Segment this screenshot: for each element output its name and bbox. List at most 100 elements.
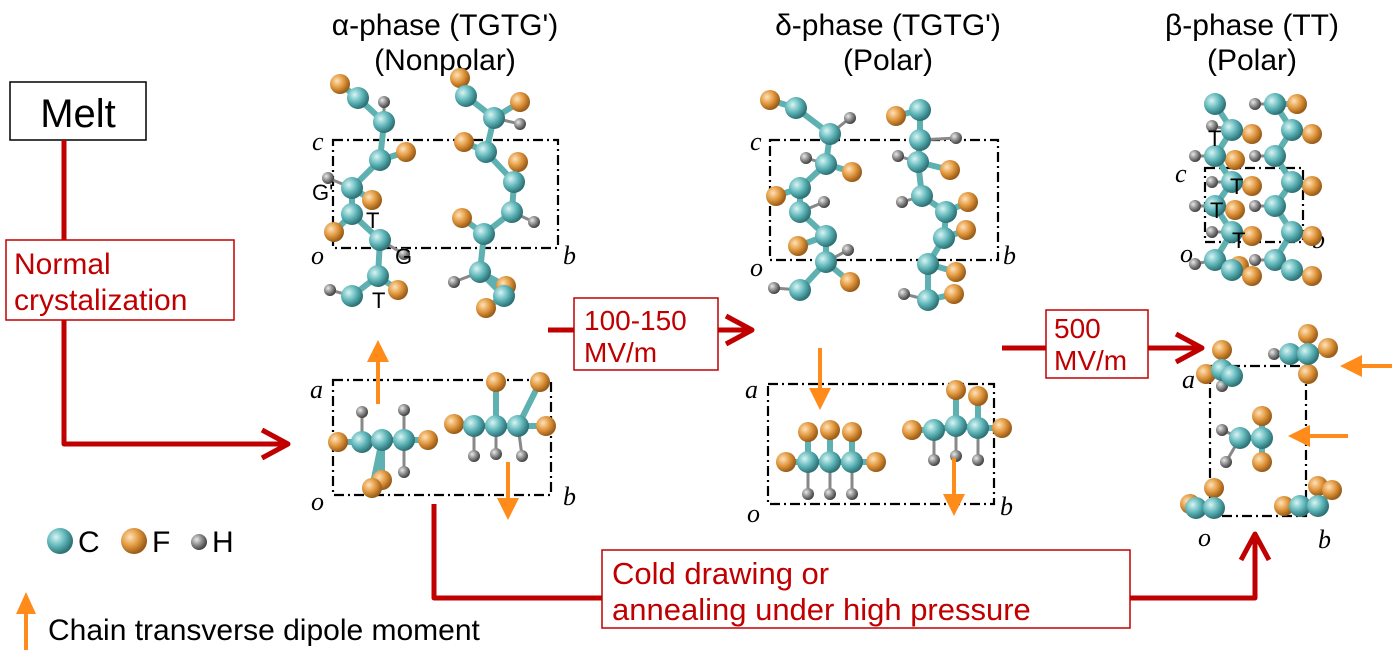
fluorine-atom	[776, 452, 796, 472]
carbon-atom	[1204, 249, 1226, 271]
hydrogen-atom	[800, 152, 812, 164]
carbon-atom	[369, 229, 391, 251]
fluorine-atom	[530, 372, 550, 392]
beta-dipole-left-arrow-1	[1340, 355, 1392, 377]
beta-top-chain-2	[1268, 324, 1338, 384]
hydrogen-atom	[1206, 176, 1218, 188]
alpha-axis-o: o	[311, 241, 324, 270]
fluorine-atom	[958, 192, 978, 212]
carbon-atom	[493, 285, 515, 307]
fluorine-atom	[536, 416, 556, 436]
alpha-label-gprime: G'	[312, 180, 333, 205]
beta-axis-c: c	[1175, 159, 1187, 188]
fluorine-atom	[940, 160, 960, 180]
hydrogen-atom	[896, 196, 908, 208]
fluorine-atom	[866, 452, 886, 472]
alpha-side-unit-cell	[331, 138, 560, 250]
fluorine-atom	[452, 208, 472, 228]
dipole-arrows	[367, 340, 1392, 520]
fluorine-atom	[944, 284, 964, 304]
carbon-atom	[1221, 259, 1243, 281]
hydrogen-atom	[398, 248, 410, 260]
delta-axis-o: o	[750, 253, 763, 282]
fluorine-atom	[486, 372, 506, 392]
fluorine-atom	[820, 420, 840, 440]
hydrogen-atom	[1220, 456, 1232, 468]
fluorine-atom	[956, 220, 976, 240]
carbon-atom	[475, 141, 497, 163]
drawing-line2: annealing under high pressure	[612, 592, 1031, 627]
carbon-atom	[1221, 119, 1243, 141]
beta-top-chain-3	[1216, 406, 1273, 472]
dipole-legend-label: Chain transverse dipole moment	[48, 614, 481, 647]
delta-axis-b: b	[1003, 241, 1016, 270]
hydrogen-atom	[818, 196, 830, 208]
fluorine-atom	[330, 74, 350, 94]
carbon-atom	[785, 97, 807, 119]
carbon-atom	[923, 419, 945, 441]
beta-axis-o2: o	[1198, 523, 1211, 552]
carbon-atom	[1264, 93, 1286, 115]
fluorine-atom	[1274, 496, 1294, 516]
delta-axis-c: c	[750, 127, 762, 156]
fluorine-atom	[476, 298, 496, 318]
delta-top-unit-cell	[766, 382, 996, 506]
alpha-axis-b: b	[563, 241, 576, 270]
carbon-atom	[393, 429, 415, 451]
fluorine-atom	[444, 414, 464, 434]
fluorine-atom	[842, 422, 862, 442]
fluorine-atom	[1204, 478, 1224, 498]
fluorine-atom	[418, 430, 438, 450]
alpha-phase-polarity: (Nonpolar)	[374, 44, 516, 77]
carbon-atom	[1221, 221, 1243, 243]
carbon-atom	[815, 251, 837, 273]
carbon-atom	[935, 201, 957, 223]
alpha-side-chain-2	[448, 68, 540, 318]
beta-phase-title: β-phase (TT) (Polar)	[1165, 9, 1339, 77]
molecular-models	[322, 68, 1342, 519]
beta-label-t4: T	[1232, 228, 1245, 253]
field-low-label: 100-150 MV/m	[573, 297, 719, 371]
hydrogen-atom	[378, 96, 390, 108]
carbon-atom	[909, 129, 931, 151]
fluorine-atom	[362, 478, 382, 498]
fluorine-atom	[510, 92, 530, 112]
carbon-atom	[907, 151, 929, 173]
hydrogen-atom	[1268, 348, 1280, 360]
hydrogen-atom	[1189, 150, 1201, 162]
fluorine-atom	[1302, 226, 1322, 246]
delta-side-chain-2	[886, 99, 978, 311]
alpha-axis-b2: b	[563, 482, 576, 511]
field-low-line2: MV/m	[584, 337, 657, 368]
beta-top-chain-1	[1196, 340, 1243, 392]
hydrogen-atom	[844, 112, 856, 124]
fluorine-atom	[842, 162, 862, 182]
fluorine-atom	[1298, 324, 1318, 344]
hydrogen-atom	[356, 406, 368, 418]
fluorine-atom	[788, 236, 808, 256]
fluorine-atom	[766, 186, 786, 206]
hydrogen-atom	[1189, 258, 1201, 270]
fluorine-atom	[388, 280, 408, 300]
hydrogen-legend-swatch	[191, 534, 207, 550]
carbon-atom	[1221, 365, 1243, 387]
fluorine-atom	[1196, 364, 1216, 384]
delta-dipole-down-arrow-2	[943, 458, 965, 516]
carbon-atom	[911, 185, 933, 207]
beta-label-t2: T	[1230, 174, 1243, 199]
carbon-atom	[501, 201, 523, 223]
hydrogen-atom	[322, 172, 334, 184]
carbon-atom	[1264, 195, 1286, 217]
normal-line1: Normal	[14, 248, 111, 281]
carbon-atom	[945, 415, 967, 437]
hydrogen-atom	[824, 488, 836, 500]
carbon-atom	[369, 149, 391, 171]
normal-crystallization-label: Normal crystalization	[5, 239, 235, 321]
fluorine-atom	[1252, 406, 1272, 426]
beta-label-t1: T	[1208, 126, 1221, 151]
beta-side-chain-2	[1249, 93, 1322, 286]
hydrogen-atom	[972, 454, 984, 466]
fluorine-atom	[992, 418, 1012, 438]
delta-dipole-down-arrow-1	[809, 348, 831, 410]
carbon-atom	[789, 177, 811, 199]
